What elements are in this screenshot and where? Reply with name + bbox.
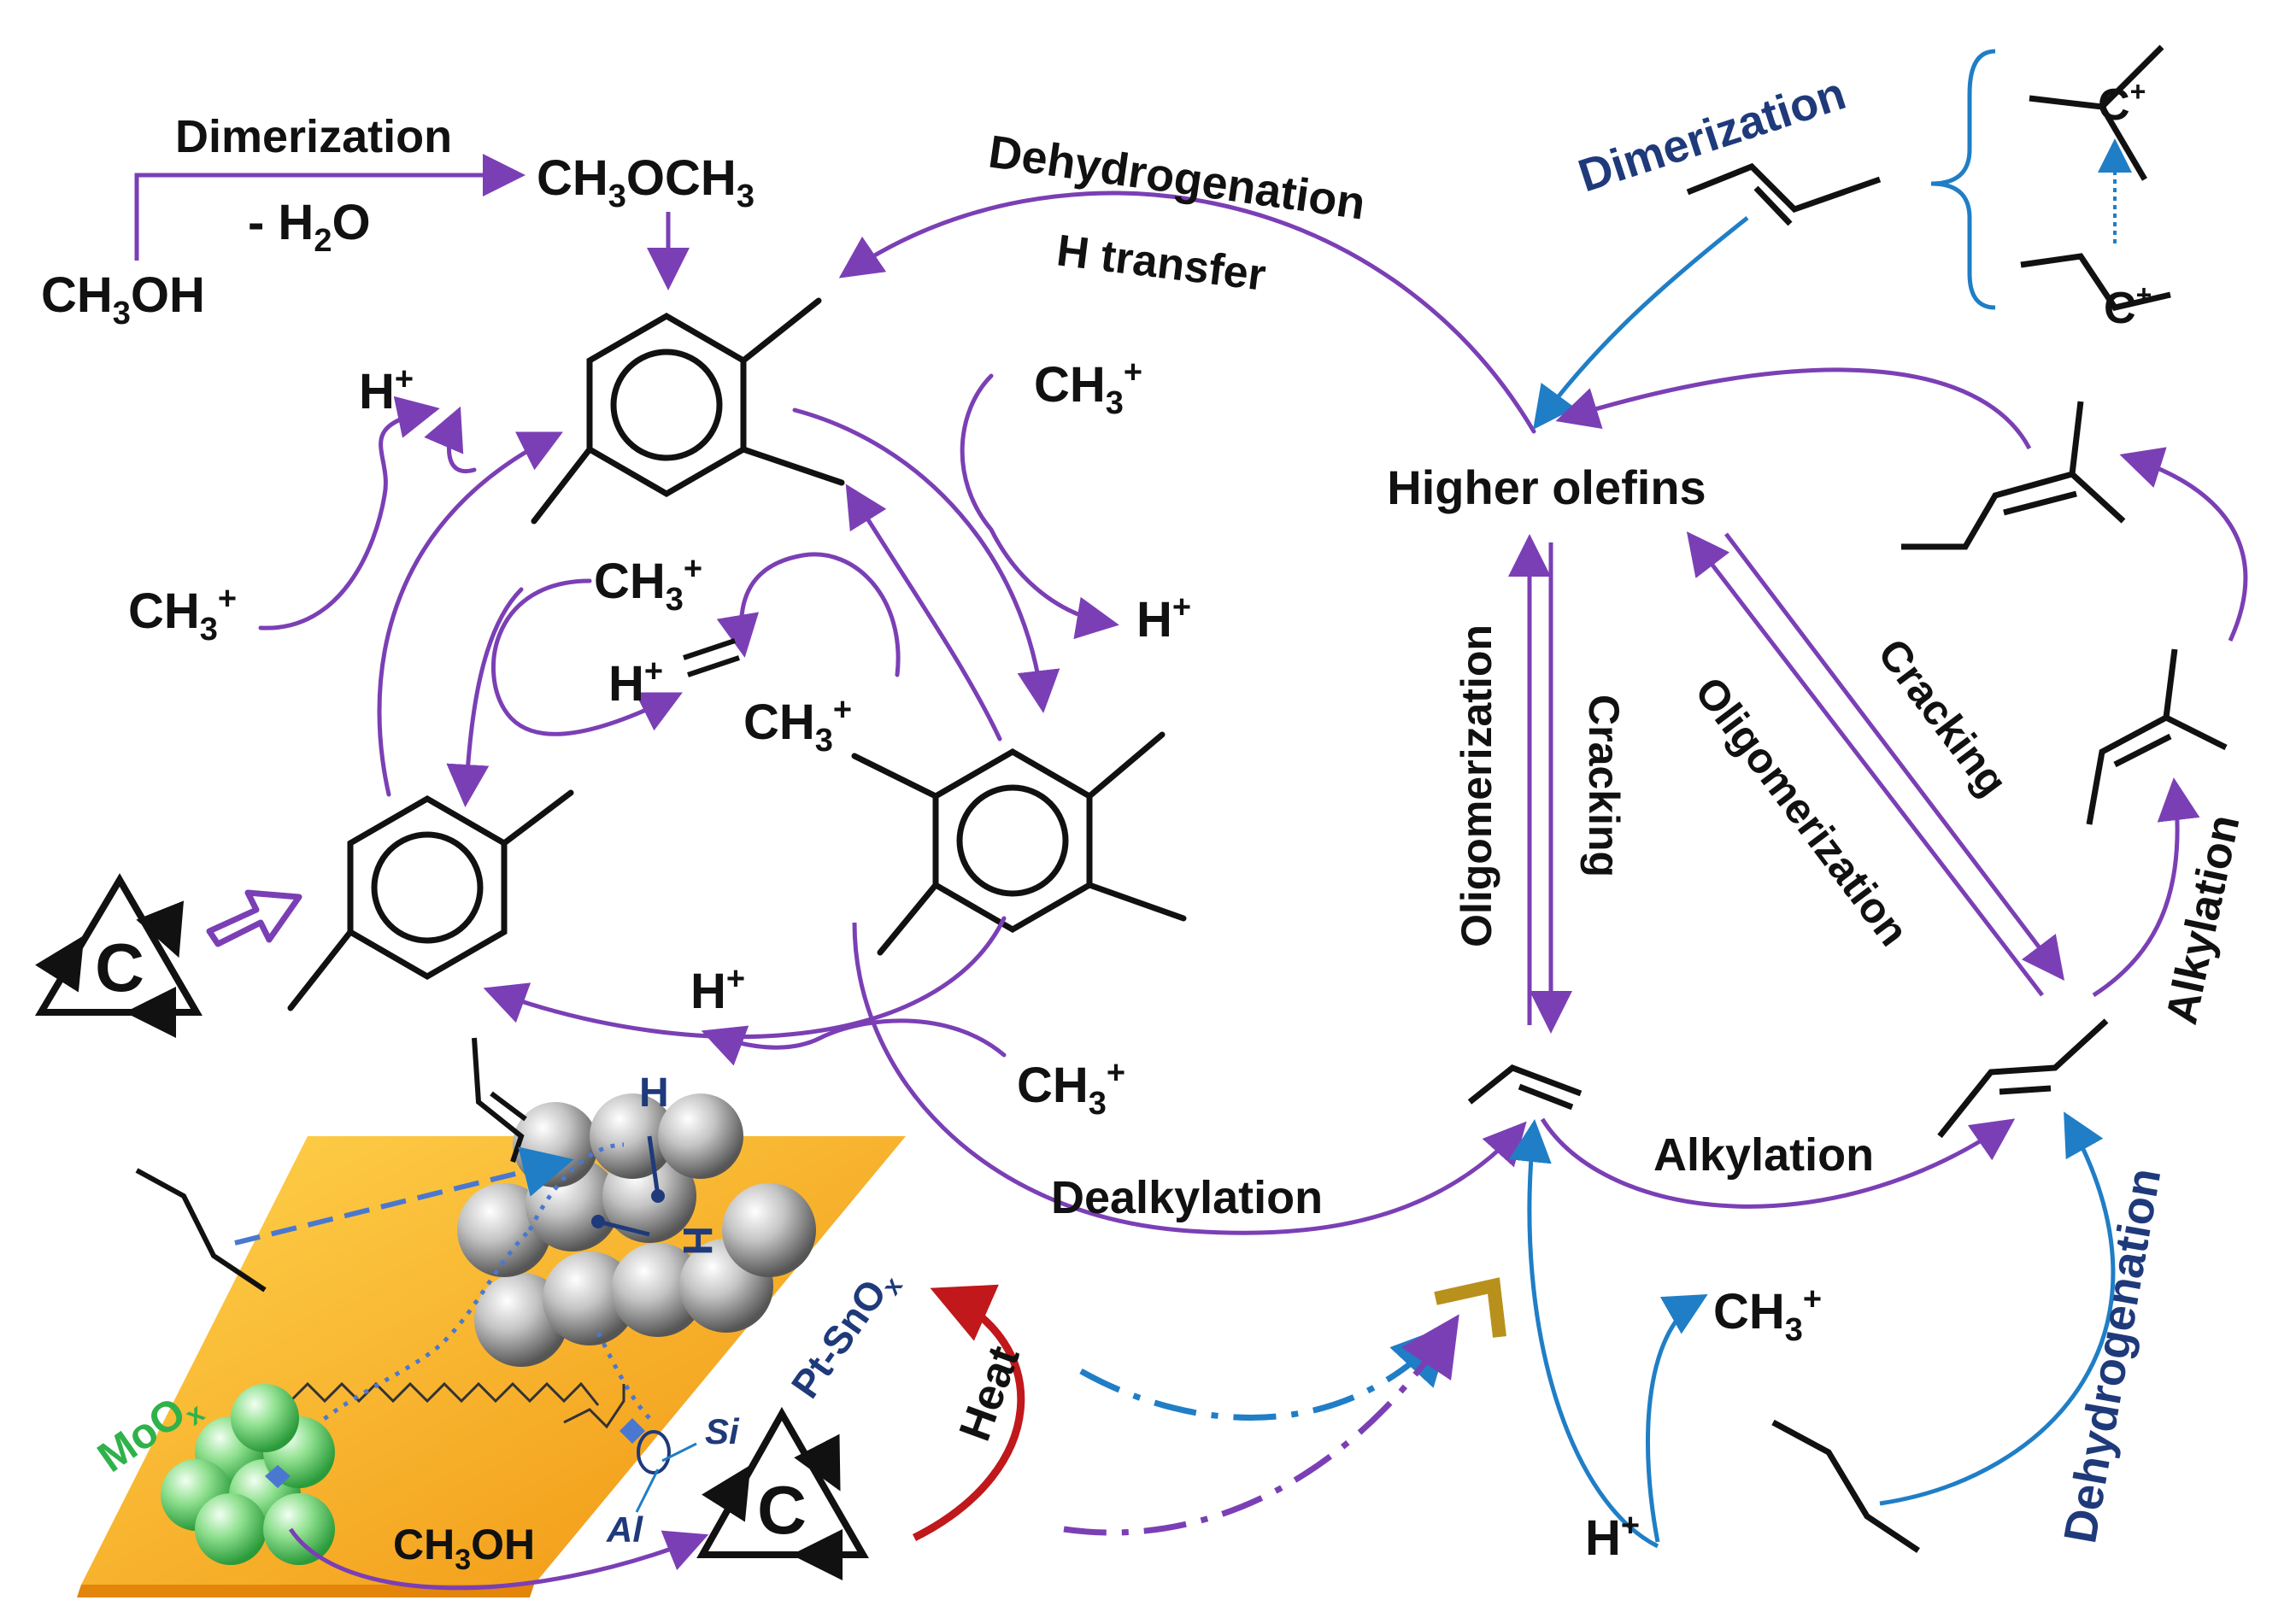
dimerization-label: Dimerization: [175, 111, 452, 162]
moox-cluster-icon: [161, 1384, 335, 1565]
svg-text:H+: H+: [1136, 589, 1191, 648]
svg-text:H: H: [639, 1070, 669, 1116]
xylene-structure: [287, 789, 574, 1011]
gold-propene-icon: [1434, 1277, 1506, 1338]
carbon-cycle-icon: C: [34, 873, 203, 1038]
svg-text:H: H: [674, 1226, 719, 1256]
hollow-arrow-icon: [206, 889, 302, 947]
adsorbed-hydrogen: H H: [591, 1070, 719, 1256]
heat-arrow: [912, 1284, 1025, 1542]
protonated-methyl-zeolite: [683, 638, 740, 677]
propene-structure: [1937, 1018, 2109, 1139]
methylpentene-structure: [1901, 401, 2126, 550]
isobutene-structure: [2086, 648, 2228, 825]
dehydrogenation-right-label: Dehydrogenation: [2054, 1164, 2170, 1547]
methanol-dimerization: Dimerization - H2O CH3OH CH3OCH3: [41, 111, 755, 331]
oligomerization-vertical-label: Oligomerization: [1453, 624, 1500, 947]
al-label: Al: [606, 1509, 643, 1550]
carbon-cycle-bottom-icon: C: [696, 1406, 869, 1580]
tertiary-carbocation-label: C+: [2098, 76, 2146, 130]
adsorbed-chain: [289, 1381, 600, 1406]
alkylation-right-label: Alkylation: [2157, 811, 2249, 1029]
methanol-surface-label: CH3OH: [393, 1521, 535, 1576]
dehydrogenation-top-label: Dehydrogenation: [985, 126, 1368, 229]
svg-text:CH3+: CH3+: [743, 692, 852, 759]
secondary-carbocation-label: C+: [2104, 279, 2152, 333]
ptsnox-label: Pt-SnOx: [783, 1259, 908, 1409]
cycle-species-labels: H+ CH3+ CH3+ H+ CH3+ CH3+ H+ H+ CH3+: [128, 355, 1191, 1122]
h-transfer-label: H transfer: [1054, 226, 1269, 301]
svg-text:H+: H+: [359, 361, 414, 419]
svg-text:CH3+: CH3+: [1034, 355, 1142, 421]
svg-text:H+: H+: [690, 961, 745, 1019]
aromatic-cycle: [258, 191, 1536, 1066]
trimethylbenzene-structure: [531, 297, 845, 525]
cracking-diagonal-label: Cracking: [1869, 630, 2017, 805]
svg-text:H+: H+: [608, 654, 663, 712]
alkylation-lower-label: Alkylation: [1653, 1129, 1874, 1181]
svg-text:CH3+: CH3+: [1017, 1055, 1125, 1122]
svg-text:CH3+: CH3+: [594, 551, 702, 618]
higher-olefins-label: Higher olefins: [1387, 460, 1706, 514]
methyl-cation-lower-label: CH3+: [1713, 1281, 1822, 1348]
methanol-formula: CH3OH: [41, 267, 205, 331]
bronsted-acid-site: Si Al: [563, 1384, 740, 1550]
oligomerization-diagonal-label: Oligomerization: [1686, 668, 1918, 954]
cracking-vertical-label: Cracking: [1580, 695, 1628, 877]
svg-text:CH3+: CH3+: [128, 581, 237, 648]
tetramethylbenzene-structure: [851, 731, 1187, 956]
dealkylation-label: Dealkylation: [1051, 1172, 1323, 1223]
ethene-structure: [1467, 1064, 1583, 1111]
svg-text:C: C: [95, 929, 144, 1005]
proton-lower-label: H+: [1585, 1508, 1640, 1566]
butane-on-surface: [135, 1168, 267, 1293]
butane-structure: [1771, 1419, 1920, 1553]
carbocation-structures: [2020, 44, 2171, 311]
svg-text:C: C: [757, 1472, 807, 1548]
dme-formula: CH3OCH3: [537, 150, 755, 214]
si-label: Si: [705, 1411, 740, 1451]
water-loss-label: - H2O: [248, 195, 371, 259]
butene-structure: [1686, 162, 1882, 226]
adsorbed-propene: [472, 1037, 527, 1163]
